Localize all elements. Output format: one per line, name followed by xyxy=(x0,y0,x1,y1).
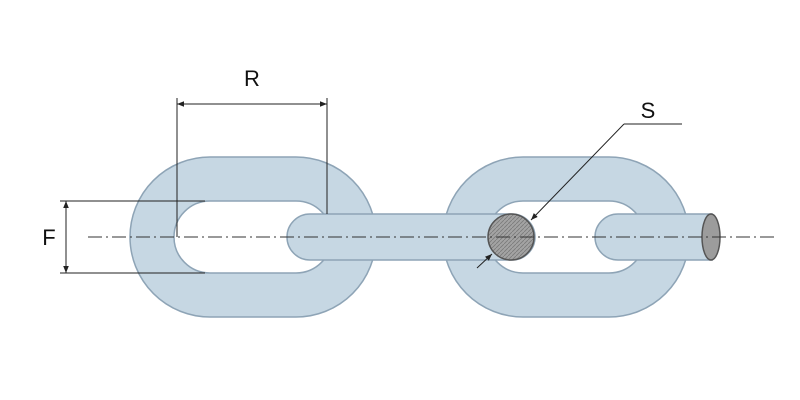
pitch-label: R xyxy=(244,66,260,91)
width-dimension: F xyxy=(42,200,205,274)
wire-diameter-label: S xyxy=(641,98,656,123)
pitch-dimension: R xyxy=(176,66,328,237)
wire-diameter-dimension: S xyxy=(476,98,682,269)
width-label: F xyxy=(42,225,55,250)
